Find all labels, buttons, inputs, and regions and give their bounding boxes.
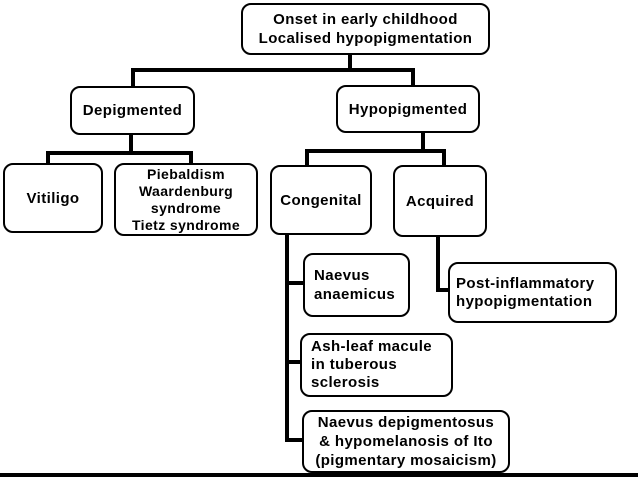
node-piebaldism-waardenburg-tietz: Piebaldism Waardenburg syndrome Tietz sy… <box>114 163 258 236</box>
node-naevus-anaemicus: Naevus anaemicus <box>303 253 410 317</box>
connector-to-ash-leaf <box>285 360 301 364</box>
connector-to-naevus-anaemicus <box>285 281 304 285</box>
connector-to-post-inflammatory <box>436 288 449 292</box>
connector-acquired-down <box>436 236 440 292</box>
connector-to-congenital <box>305 149 309 166</box>
node-post-inflammatory: Post-inflammatory hypopigmentation <box>448 262 617 323</box>
connector-level1-horizontal <box>131 68 415 72</box>
connector-root-down <box>348 54 352 72</box>
bottom-border-rule <box>0 473 638 477</box>
connector-to-vitiligo <box>46 151 50 164</box>
connector-to-naevus-depigmentosus <box>285 438 303 442</box>
connector-depigmented-down <box>129 134 133 154</box>
node-acquired: Acquired <box>393 165 487 237</box>
node-naevus-depigmentosus: Naevus depigmentosus & hypomelanosis of … <box>302 410 510 473</box>
node-hypopigmented: Hypopigmented <box>336 85 480 133</box>
connector-to-acquired <box>442 149 446 166</box>
connector-level2-left-horizontal <box>46 151 193 155</box>
connector-to-piebaldism <box>189 151 193 164</box>
connector-to-hypopigmented <box>411 68 415 86</box>
node-ash-leaf-macule: Ash-leaf macule in tuberous sclerosis <box>300 333 453 397</box>
connector-congenital-spine <box>285 234 289 442</box>
node-root: Onset in early childhood Localised hypop… <box>241 3 490 55</box>
node-vitiligo: Vitiligo <box>3 163 103 233</box>
node-congenital: Congenital <box>270 165 372 235</box>
node-depigmented: Depigmented <box>70 86 195 135</box>
connector-level2-right-horizontal <box>305 149 446 153</box>
connector-to-depigmented <box>131 68 135 87</box>
connector-hypopigmented-down <box>421 132 425 152</box>
